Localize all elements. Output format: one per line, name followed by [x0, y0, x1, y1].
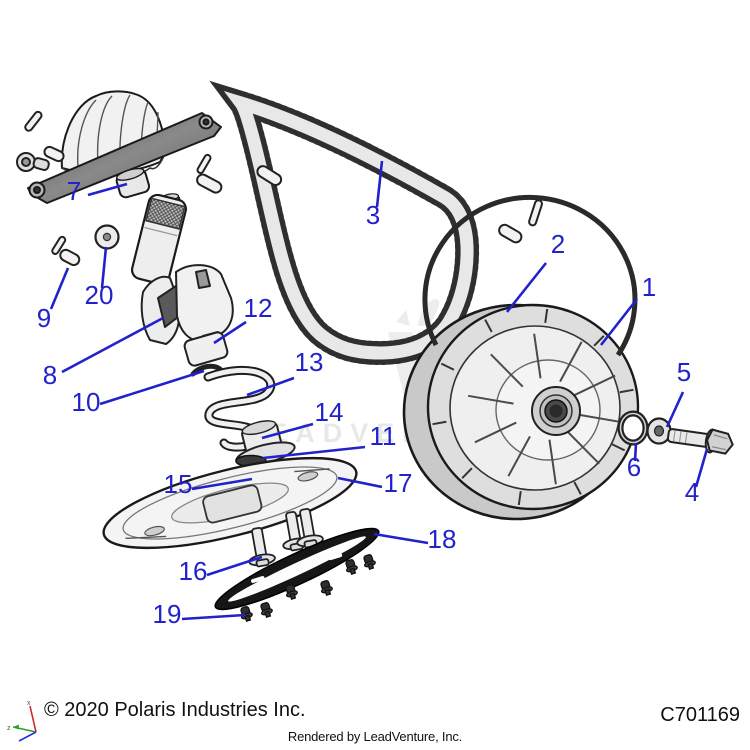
bushing-pin — [59, 248, 81, 267]
dowel-pin — [51, 235, 67, 255]
callout-number-8: 8 — [43, 360, 57, 390]
clutch-cover-assembly — [27, 90, 222, 204]
callout-number-5: 5 — [677, 357, 691, 387]
shaft-and-bushing — [115, 167, 188, 285]
callout-number-7: 7 — [67, 176, 81, 206]
ring-screws — [240, 554, 376, 623]
callout-leader-5 — [665, 391, 685, 428]
callout-leader-13 — [246, 376, 295, 397]
callout-number-17: 17 — [384, 468, 413, 498]
callout-number-20: 20 — [85, 280, 114, 310]
callout-number-16: 16 — [179, 556, 208, 586]
roll-pin — [256, 165, 283, 187]
drive-belt — [209, 80, 480, 366]
roll-pin — [498, 223, 523, 244]
callout-number-13: 13 — [295, 347, 324, 377]
callout-leader-11 — [262, 445, 366, 460]
dowel-pin — [528, 199, 543, 227]
callout-leader-8 — [61, 316, 164, 374]
copyright-text: © 2020 Polaris Industries Inc. — [44, 699, 306, 721]
hub-hardware — [617, 410, 734, 455]
callout-leader-12 — [213, 320, 247, 345]
shaft-knurled-band — [145, 197, 186, 230]
driven-clutch — [402, 194, 640, 521]
callout-leader-9 — [49, 267, 70, 310]
callout-number-19: 19 — [153, 599, 182, 629]
dowel-pin — [196, 153, 212, 175]
hub-bolt — [666, 428, 734, 455]
axis-z-label: z — [7, 725, 11, 732]
callout-number-6: 6 — [627, 452, 641, 482]
callout-number-12: 12 — [244, 293, 273, 323]
callout-leader-18 — [373, 532, 429, 545]
retaining-clip — [190, 363, 223, 377]
axis-triad-icon: x z — [7, 700, 37, 742]
rendered-by-text: Rendered by LeadVenture, Inc. — [287, 729, 463, 744]
roll-pin — [43, 145, 65, 163]
part-code: C701169 — [660, 704, 740, 726]
callout-number-4: 4 — [685, 477, 699, 507]
callout-number-1: 1 — [642, 272, 656, 302]
callout-leader-2 — [505, 262, 548, 313]
callout-number-3: 3 — [366, 200, 380, 230]
callout-number-10: 10 — [72, 387, 101, 417]
socket-screw-shaft — [32, 157, 50, 171]
callout-number-15: 15 — [164, 469, 193, 499]
callout-leader-7 — [87, 182, 128, 197]
dowel-pin — [24, 110, 43, 132]
callout-number-14: 14 — [315, 397, 344, 427]
callout-leader-14 — [261, 422, 314, 440]
callout-leader-10 — [99, 369, 205, 406]
callout-number-18: 18 — [428, 524, 457, 554]
callout-leader-1 — [599, 298, 639, 346]
roll-pin — [196, 173, 223, 194]
callout-leader-3 — [375, 160, 384, 208]
plate-hub — [202, 484, 263, 524]
callout-leader-6 — [633, 442, 638, 462]
helix-plate-assembly — [102, 456, 358, 568]
axis-x-label: x — [27, 700, 31, 707]
small-pins-and-fasteners — [16, 110, 543, 267]
clutch-spokes — [432, 308, 634, 506]
callout-number-9: 9 — [37, 303, 51, 333]
callout-leader-17 — [337, 476, 383, 489]
cover-ring-and-screws — [214, 527, 380, 623]
callout-leader-20 — [100, 246, 108, 289]
callout-leader-4 — [694, 448, 709, 488]
callout-leader-19 — [181, 613, 246, 621]
callout-number-2: 2 — [551, 229, 565, 259]
callout-leader-15 — [191, 477, 253, 491]
spider-weight-assembly — [140, 264, 234, 367]
callout-number-11: 11 — [370, 421, 397, 451]
callout-leader-16 — [206, 555, 263, 577]
